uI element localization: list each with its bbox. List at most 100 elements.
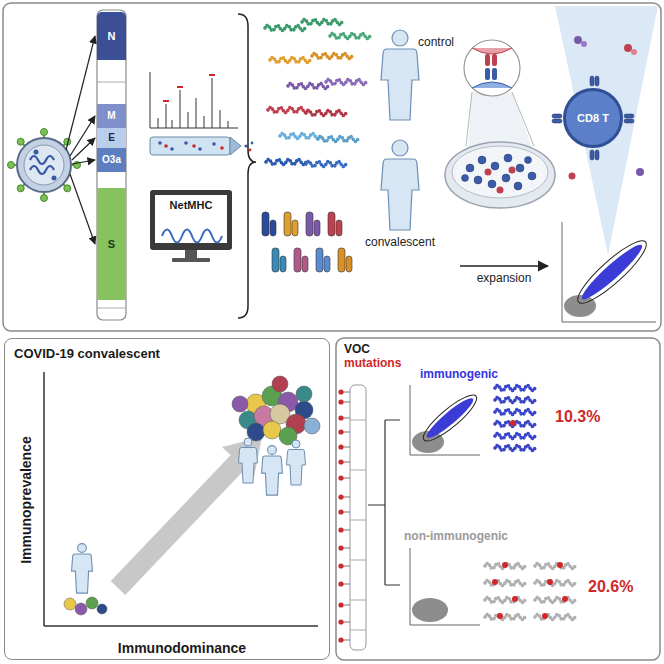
flow-plot-non-immunogenic-part: [410, 548, 480, 625]
large-t-cell-cluster-part: [232, 396, 248, 412]
genome-separators-voc-part: [350, 600, 366, 601]
axis-label: Immunodominance: [118, 640, 246, 656]
mhc-molecules-part: [306, 212, 320, 236]
non-immunogenic-peptides-part: [535, 615, 575, 620]
flow-plot-non-immunogenic: [410, 548, 480, 625]
petri-dish-part: [512, 92, 534, 146]
convalescent-group-part: [239, 438, 258, 483]
petri-dish-part-part: [466, 164, 474, 172]
mhc-molecules-part: [294, 248, 308, 272]
genome-separators-voc-part: [350, 470, 366, 471]
mhc-molecules-part-part: [294, 248, 301, 272]
petri-dish-part: [466, 92, 472, 146]
mhc-molecules-part-part: [328, 212, 335, 236]
petri-dish-part: [452, 146, 548, 198]
floating-molecules-part: [624, 44, 632, 52]
zoom-cone: [555, 6, 658, 255]
petri-dish-part: [472, 48, 512, 54]
mutation-dots-part: [338, 563, 343, 568]
mass-spectrum-part-part: [158, 118, 159, 128]
curly-brace: [238, 14, 256, 318]
percentage: 10.3%: [555, 408, 600, 426]
petri-dish-part-part: [514, 182, 522, 190]
non-immunogenic-peptides-part-part: [512, 596, 518, 602]
growth-arrow: [118, 437, 262, 588]
chromatography-column-part: [164, 144, 251, 151]
growth-arrow-part: [118, 462, 238, 588]
mhc-molecules-part-part: [324, 256, 330, 272]
computer-monitor-part: [172, 258, 210, 262]
mass-spectrum-part-part: [166, 104, 167, 128]
chromatography-column-part-part: [184, 141, 188, 145]
non-immunogenic-peptides-part: [535, 598, 575, 603]
mutation-dots-part: [338, 399, 343, 404]
petri-dish-part-part: [525, 157, 532, 164]
virus-arrows-part: [72, 160, 95, 164]
genome-bar: [97, 10, 126, 320]
axis-label: Immunoprevalence: [18, 436, 34, 564]
mass-spectrum-part-part: [212, 78, 213, 128]
non-immunogenic-peptides-part-part: [557, 562, 563, 568]
non-immunogenic-peptides-part: [492, 562, 568, 619]
chromatography-column-part-part: [220, 146, 224, 150]
petri-dish: [445, 40, 555, 208]
mass-spectrum-part-part: [188, 112, 189, 128]
tcr-molecules-part: [590, 150, 594, 160]
petri-dish-part: [464, 40, 520, 96]
petri-dish-part-part: [492, 68, 497, 80]
node-text: NetMHC: [170, 199, 213, 212]
category-label: immunogenic: [420, 368, 498, 382]
petri-dish-part: [468, 92, 532, 148]
mhc-molecules-part-part: [338, 248, 345, 272]
flow-plot-immunogenic-part: [423, 394, 477, 442]
mhc-molecules-part-part: [316, 248, 323, 272]
mutation-dots-part: [338, 581, 343, 586]
convalescent-group-part: [287, 440, 306, 485]
genome-separators-part: [97, 82, 126, 83]
virus-arrows: [66, 36, 95, 244]
floating-molecules-part: [569, 173, 576, 180]
mhc-molecules-part: [284, 212, 298, 236]
non-immunogenic-peptides-part: [485, 615, 525, 620]
gene-segment: E: [97, 128, 126, 148]
flow-plot-immunogenic: [410, 385, 482, 455]
category-label: non-immunogenic: [404, 530, 508, 544]
chromatography-column-part-part: [198, 147, 202, 151]
flow-plot-non-immunogenic-part: [412, 598, 448, 622]
genome-separators-voc: [350, 420, 366, 630]
tcr-molecules-part: [552, 114, 562, 118]
mass-spectrum-part-part: [209, 74, 215, 76]
virus-icon-part: [17, 138, 71, 192]
virus-icon-part: [34, 150, 39, 155]
genome-bar-voc: [350, 385, 366, 650]
mass-spectrum: [150, 72, 238, 128]
large-t-cell-cluster-part: [263, 421, 281, 439]
mass-spectrum-part: [163, 74, 215, 102]
convalescent-group: [239, 438, 306, 495]
flow-plot-part: [578, 240, 647, 304]
non-immunogenic-peptides-part: [535, 581, 575, 586]
cd8-t-cell: CD8 T: [563, 88, 623, 148]
chromatography-column-part: [150, 137, 230, 155]
mhc-molecules-part: [262, 212, 276, 236]
immunogenic-peptides-part: [495, 410, 535, 415]
petri-dish-part: [485, 167, 516, 194]
virus-icon: [8, 129, 81, 202]
chromatography-column-part-part: [212, 142, 216, 146]
genome-separators: [97, 82, 126, 308]
mhc-molecules-part: [328, 212, 342, 236]
petri-dish-part-part: [509, 167, 516, 174]
gene-segment: N: [97, 12, 126, 60]
peptides-part: [326, 80, 366, 85]
chromatography-column-part: [158, 141, 253, 151]
large-t-cell-cluster-part: [296, 386, 312, 402]
immunogenic-peptides-part: [495, 434, 535, 439]
peptides-part: [312, 54, 352, 59]
non-immunogenic-peptides-part-part: [492, 579, 498, 585]
tcr-molecules: [552, 76, 634, 160]
computer-monitor: [150, 190, 232, 262]
mass-spectrum-part-part: [196, 98, 197, 128]
mhc-molecules-part-part: [280, 256, 286, 272]
